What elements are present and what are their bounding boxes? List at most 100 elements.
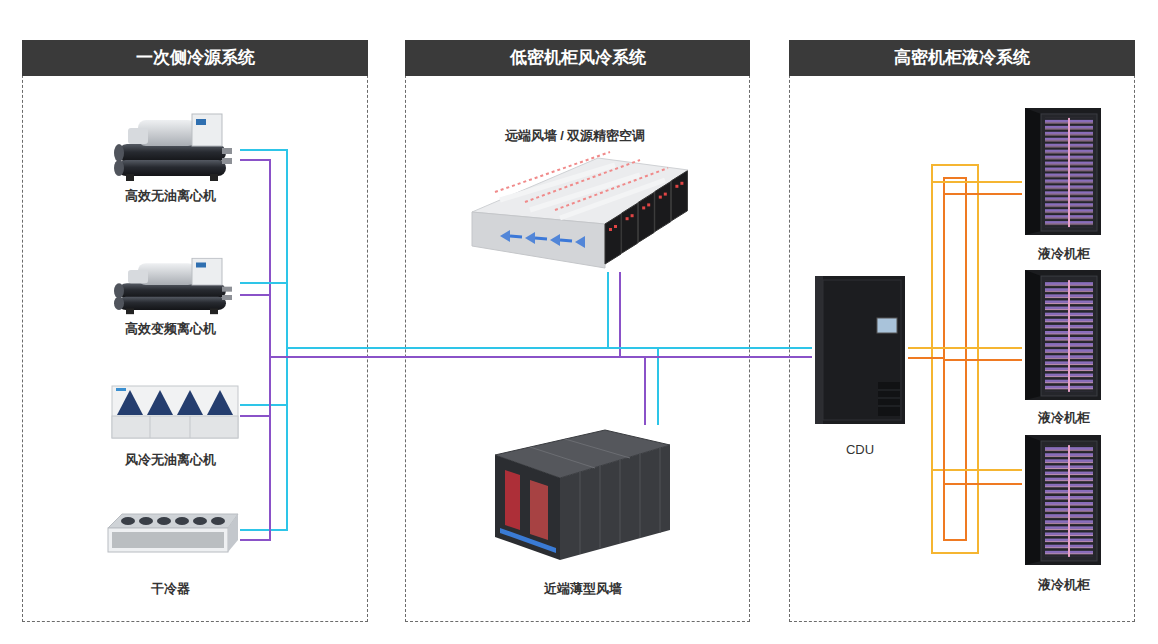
pipe-line: [240, 150, 812, 348]
manifold: [944, 178, 966, 540]
remote-fan-wall: [638, 192, 654, 242]
pipe-connector: [240, 348, 658, 540]
dry-cooler: [108, 514, 238, 552]
air-cooled-chiller: [147, 390, 173, 415]
centrifugal-chiller: [114, 114, 232, 181]
pipe-connector: [240, 150, 658, 425]
near-fan-wall: [495, 455, 560, 560]
pipe-connector: [240, 283, 658, 425]
pipe-line: [908, 358, 1022, 484]
near-fan-wall: [660, 448, 661, 533]
pipe-connector: [240, 348, 812, 416]
pipe-line: [240, 348, 812, 405]
remote-fan-wall: [500, 230, 510, 242]
equipment-label: 高效无油离心机: [125, 188, 216, 204]
liquid-rack: [1025, 270, 1101, 400]
remote-fan-wall: [472, 152, 688, 268]
dry-cooler: [211, 517, 225, 525]
pipe-line: [240, 357, 812, 416]
equipment-box: 高效无油离心机: [100, 108, 240, 204]
equipment-box: 风冷无油离心机: [100, 378, 240, 468]
pipe-line: [240, 348, 658, 425]
remote-fan-wall: [525, 160, 640, 202]
equipment-box: 液冷机柜: [1022, 268, 1105, 426]
pipe-line: [908, 194, 1022, 358]
pipe-connector: [908, 348, 1022, 484]
equipment-box: 干冷器: [100, 505, 240, 597]
remote-fan-wall: [472, 212, 605, 268]
air-cooled-chiller: [112, 386, 238, 438]
remote-fan-wall: [655, 182, 671, 232]
dry-cooler: [175, 517, 189, 525]
pipe-line: [240, 160, 620, 357]
dry-cooler: [228, 514, 238, 552]
near-fan-wall: [565, 439, 630, 458]
near-fan-wall: [580, 472, 581, 554]
liquid-rack: [1025, 108, 1101, 565]
pipe-line: [240, 295, 812, 357]
system-panel: 低密机柜风冷系统远端风墙 / 双源精密空调近端薄型风墙: [405, 40, 750, 622]
cdu-cabinet: [877, 318, 897, 333]
equipment-label: 远端风墙 / 双源精密空调: [505, 128, 646, 144]
near-fan-wall: [640, 454, 641, 538]
equipment-label: 风冷无油离心机: [125, 452, 216, 468]
air-cooled-chiller: [117, 390, 143, 415]
pipe-line: [240, 357, 645, 540]
manifold: [932, 165, 978, 553]
liquid-rack: [1025, 108, 1101, 235]
near-fan-wall: [530, 480, 548, 540]
pipe-connector: [240, 348, 658, 425]
pipe-line: [240, 272, 608, 530]
equipment-label: 近端薄型风墙: [544, 581, 622, 597]
pipe-line: [240, 357, 812, 540]
pipe-line: [240, 272, 608, 348]
pipe-line: [240, 272, 620, 540]
liquid-rack: [1025, 435, 1101, 565]
cdu-cabinet: [815, 276, 905, 424]
panel-heading: 低密机柜风冷系统: [405, 40, 750, 76]
pipe-line: [240, 357, 645, 425]
pipe-line: [908, 358, 1022, 360]
remote-fan-wall: [550, 234, 560, 246]
air-cooled-chiller: [177, 390, 203, 415]
equipment-label: 液冷机柜: [1038, 577, 1090, 593]
pipe-line: [908, 182, 1022, 348]
pipe-connector: [908, 348, 1022, 360]
air-cooled-chiller: [150, 416, 151, 438]
pipe-line: [240, 348, 812, 530]
remote-fan-wall: [525, 232, 535, 244]
cdu-cabinet: [878, 406, 900, 407]
equipment-box: 近端薄型风墙: [485, 425, 680, 597]
cdu-cabinet: [815, 276, 823, 424]
system-panel: 高密机柜液冷系统CDU液冷机柜液冷机柜液冷机柜: [789, 40, 1135, 622]
remote-fan-wall: [671, 171, 687, 221]
pipe-line: [240, 272, 608, 405]
equipment-box: 远端风墙 / 双源精密空调: [450, 128, 700, 272]
near-fan-wall: [505, 470, 520, 530]
pipe-connector: [240, 348, 812, 540]
equipment-label: 液冷机柜: [1038, 410, 1090, 426]
dry-cooler: [108, 514, 238, 528]
pipe-line: [240, 295, 645, 425]
pipe-connector: [240, 283, 812, 357]
cdu-cabinet: [878, 398, 900, 399]
remote-fan-wall: [605, 214, 621, 264]
equipment-label: 高效变频离心机: [125, 321, 216, 337]
air-cooled-chiller: [112, 386, 238, 438]
pipe-connector: [240, 150, 620, 357]
near-fan-wall: [620, 460, 621, 543]
centrifugal-chiller: [114, 114, 232, 314]
pipe-line: [908, 347, 1022, 349]
equipment-label: 液冷机柜: [1038, 246, 1090, 262]
near-fan-wall: [530, 447, 595, 468]
cdu-cabinet: [823, 280, 901, 420]
pipe-line: [240, 283, 658, 425]
equipment-label: CDU: [846, 442, 874, 458]
equipment-box: CDU: [812, 272, 908, 458]
dry-cooler: [157, 517, 171, 525]
cdu-cabinet: [815, 276, 905, 424]
panel-heading: 高密机柜液冷系统: [789, 40, 1135, 76]
air-cooled-chiller: [116, 388, 126, 391]
